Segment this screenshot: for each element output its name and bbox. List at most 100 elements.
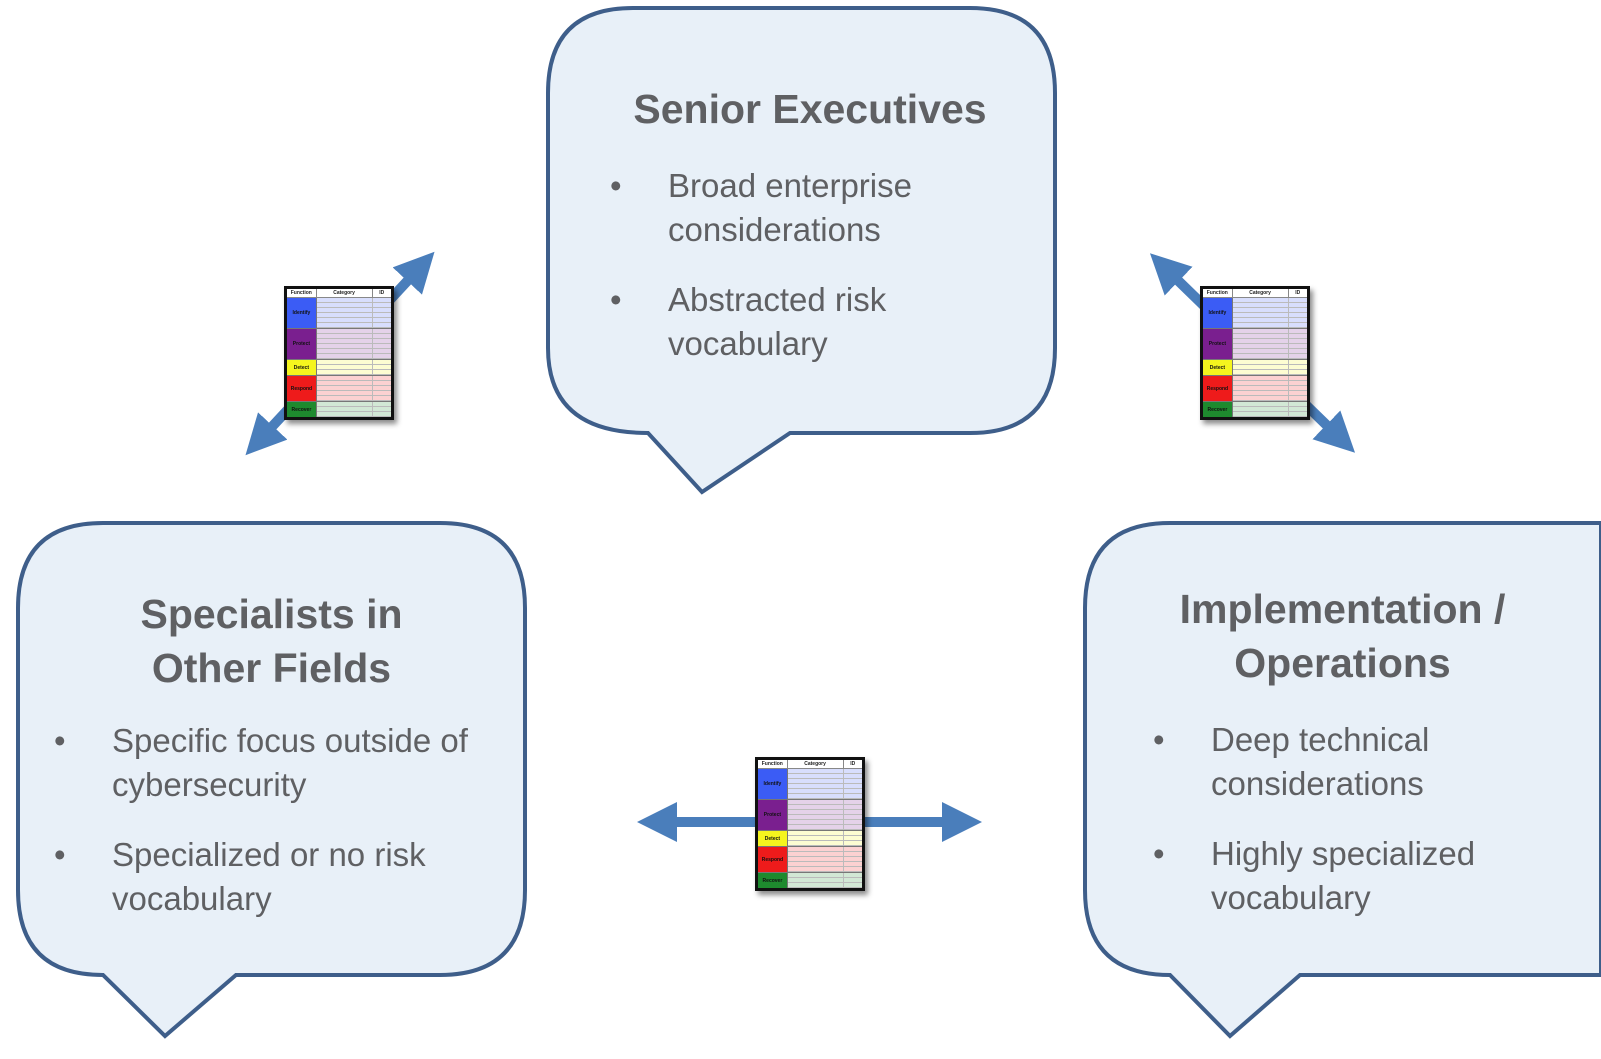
category-line — [316, 344, 391, 349]
category-line — [787, 769, 862, 774]
function-cell: Protect — [287, 329, 317, 359]
function-cell: Recover — [758, 873, 788, 888]
bullet-point: Specialized or no risk vocabulary — [54, 833, 494, 921]
category-line — [787, 873, 862, 878]
category-line — [1232, 334, 1307, 339]
table-header-cell: Category — [788, 760, 844, 768]
category-line — [316, 323, 391, 328]
function-cell: Respond — [758, 847, 788, 872]
function-cell: Respond — [1203, 376, 1233, 401]
table-function-row: Identify — [758, 769, 862, 800]
function-cell: Protect — [758, 800, 788, 830]
table-function-row: Protect — [1203, 329, 1307, 360]
category-line — [787, 836, 862, 841]
function-cell: Respond — [287, 376, 317, 401]
specialists-title-line2: Other Fields — [151, 645, 392, 691]
table-function-row: Recover — [758, 873, 862, 888]
category-line — [316, 365, 391, 370]
bullet-point: Specific focus outside of cybersecurity — [54, 719, 494, 807]
category-line — [1232, 329, 1307, 334]
function-cell: Recover — [287, 402, 317, 417]
category-line — [787, 867, 862, 872]
table-function-row: Protect — [758, 800, 862, 831]
category-line — [316, 339, 391, 344]
category-line — [316, 391, 391, 396]
category-line — [316, 329, 391, 334]
table-header-cell: ID — [379, 290, 385, 296]
category-line — [1232, 386, 1307, 391]
category-line — [316, 376, 391, 381]
category-line — [1232, 412, 1307, 417]
function-cell: Detect — [287, 360, 317, 375]
implementation-title-line1: Implementation / — [1179, 586, 1506, 632]
table-header-cell: Function — [287, 289, 317, 297]
table-function-row: Detect — [287, 360, 391, 376]
category-line — [787, 789, 862, 794]
category-line — [1232, 391, 1307, 396]
category-line — [1232, 318, 1307, 323]
category-line — [787, 794, 862, 799]
table-function-row: Recover — [1203, 402, 1307, 417]
category-line — [316, 396, 391, 401]
category-line — [316, 318, 391, 323]
table-function-row: Respond — [758, 847, 862, 873]
category-line — [787, 857, 862, 862]
category-line — [1232, 354, 1307, 359]
function-cell: Identify — [1203, 298, 1233, 328]
category-line — [787, 852, 862, 857]
category-line — [316, 386, 391, 391]
category-line — [787, 883, 862, 888]
category-line — [316, 360, 391, 365]
category-line — [316, 349, 391, 354]
implementation-content: Implementation / Operations Deep technic… — [1090, 582, 1595, 946]
bullet-point: Abstracted risk vocabulary — [610, 278, 1010, 366]
table-function-row: Detect — [758, 831, 862, 847]
category-line — [316, 370, 391, 375]
table-function-row: Detect — [1203, 360, 1307, 376]
table-function-row: Protect — [287, 329, 391, 360]
category-line — [316, 407, 391, 412]
table-header-cell: Function — [758, 760, 788, 768]
bullet-point: Highly specialized vocabulary — [1153, 832, 1573, 920]
table-function-row: Respond — [1203, 376, 1307, 402]
category-line — [787, 825, 862, 830]
category-line — [787, 800, 862, 805]
implementation-points: Deep technical considerations Highly spe… — [1153, 718, 1573, 920]
table-function-row: Respond — [287, 376, 391, 402]
category-line — [1232, 308, 1307, 313]
bullet-point: Broad enterprise considerations — [610, 164, 1010, 252]
function-cell: Detect — [758, 831, 788, 846]
category-line — [787, 831, 862, 836]
category-line — [1232, 370, 1307, 375]
table-header-cell: Category — [1233, 289, 1289, 297]
specialists-title-line1: Specialists in — [140, 591, 403, 637]
bullet-point: Deep technical considerations — [1153, 718, 1573, 806]
category-line — [1232, 344, 1307, 349]
senior-executives-points: Broad enterprise considerations Abstract… — [610, 164, 1010, 366]
category-line — [1232, 402, 1307, 407]
specialists-title: Specialists in Other Fields — [18, 587, 525, 695]
category-line — [787, 810, 862, 815]
table-header-cell: ID — [1295, 290, 1301, 296]
category-line — [1232, 376, 1307, 381]
implementation-title-line2: Operations — [1234, 640, 1451, 686]
category-line — [316, 402, 391, 407]
table-function-row: Recover — [287, 402, 391, 417]
specialists-content: Specialists in Other Fields Specific foc… — [18, 587, 525, 947]
category-line — [787, 805, 862, 810]
category-line — [787, 784, 862, 789]
category-line — [1232, 313, 1307, 318]
category-line — [787, 862, 862, 867]
category-line — [787, 878, 862, 883]
implementation-title: Implementation / Operations — [1090, 582, 1595, 690]
category-line — [316, 354, 391, 359]
function-cell: Protect — [1203, 329, 1233, 359]
category-line — [316, 303, 391, 308]
category-line — [1232, 360, 1307, 365]
category-line — [787, 820, 862, 825]
function-cell: Detect — [1203, 360, 1233, 375]
senior-executives-content: Senior Executives Broad enterprise consi… — [560, 82, 1060, 392]
